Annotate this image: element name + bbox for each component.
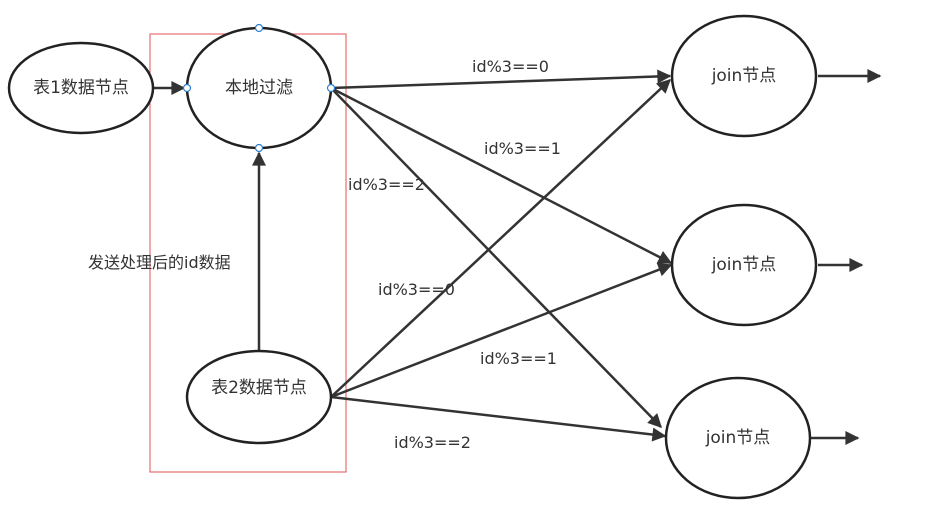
label-table2-to-mid: id%3==1 (480, 349, 557, 368)
label-filter-to-bot: id%3==2 (348, 175, 425, 194)
edge-labels: id%3==0 id%3==1 id%3==2 id%3==0 id%3==1 … (88, 57, 561, 452)
node-join-bot[interactable]: join节点 (664, 376, 812, 500)
node-join-top[interactable]: join节点 (670, 14, 818, 138)
edge-table2-to-join-bot[interactable] (330, 395, 667, 442)
node-filter[interactable]: 本地过滤 (185, 26, 333, 150)
label-filter-to-top: id%3==0 (472, 57, 549, 76)
node-join-bot-label: join节点 (705, 428, 771, 448)
node-filter-label: 本地过滤 (225, 78, 293, 98)
node-join-top-label: join节点 (711, 66, 777, 86)
edge-filter-to-join-top[interactable] (330, 69, 672, 90)
node-join-mid-shape[interactable] (670, 203, 818, 327)
label-table2-to-filter: 发送处理后的id数据 (88, 253, 231, 272)
edge-table2-to-join-top[interactable] (330, 79, 672, 398)
node-table2-label: 表2数据节点 (211, 378, 307, 398)
node-table1-label: 表1数据节点 (33, 78, 129, 98)
node-join-mid[interactable]: join节点 (670, 203, 818, 327)
node-table1-shape[interactable] (7, 41, 155, 135)
handle-right[interactable] (326, 83, 336, 93)
filter-selection-handles[interactable] (182, 23, 336, 153)
node-join-bot-shape[interactable] (664, 376, 812, 500)
node-join-top-shape[interactable] (670, 14, 818, 138)
edge-filter-to-join-bot[interactable] (330, 87, 662, 429)
label-table2-to-bot: id%3==2 (394, 433, 471, 452)
handle-left[interactable] (182, 83, 192, 93)
label-filter-to-mid: id%3==1 (484, 139, 561, 158)
node-table2-shape[interactable] (185, 349, 333, 445)
handle-bottom[interactable] (254, 143, 264, 153)
handle-top[interactable] (254, 23, 264, 33)
edge-filter-to-join-mid[interactable] (330, 86, 673, 265)
edge-table2-to-join-mid[interactable] (330, 263, 673, 399)
node-join-mid-label: join节点 (711, 255, 777, 275)
edges (152, 69, 882, 445)
node-table2[interactable]: 表2数据节点 (185, 349, 333, 445)
label-table2-to-top: id%3==0 (378, 280, 455, 299)
node-table1[interactable]: 表1数据节点 (7, 41, 155, 135)
